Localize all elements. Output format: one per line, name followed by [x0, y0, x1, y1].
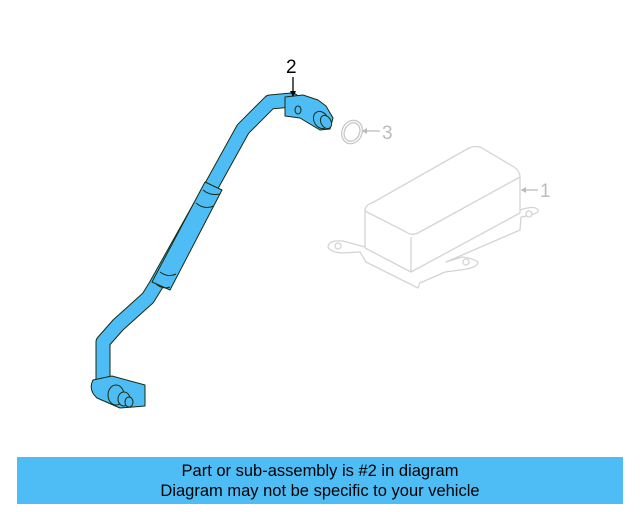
callout-1-label: 1 — [540, 181, 551, 202]
part-2-cooler-line[interactable] — [90, 92, 334, 409]
callout-3-label: 3 — [382, 123, 393, 144]
callout-2-label: 2 — [286, 57, 297, 78]
callout-3: 3 — [362, 123, 393, 144]
part-1-cooler[interactable] — [327, 145, 539, 289]
banner-line-1: Part or sub-assembly is #2 in diagram — [181, 461, 459, 480]
parts-diagram: 1 3 2 — [90, 57, 551, 409]
banner-line-2: Diagram may not be specific to your vehi… — [160, 481, 480, 500]
info-banner: Part or sub-assembly is #2 in diagram Di… — [17, 457, 623, 504]
part-3-o-ring[interactable] — [338, 117, 366, 147]
callout-2: 2 — [286, 57, 297, 97]
callout-1: 1 — [521, 181, 551, 202]
